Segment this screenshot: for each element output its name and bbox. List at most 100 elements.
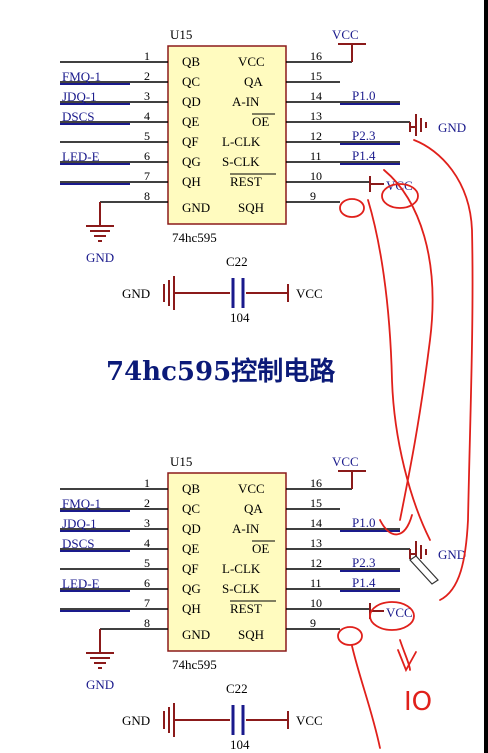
pin-name: S-CLK [222, 154, 260, 169]
pin-number: 4 [144, 109, 150, 123]
pin-number: 10 [310, 169, 322, 183]
vcc-label: VCC [332, 27, 359, 42]
schematic-1: U15 VCC 74hc595 1 2 3 4 5 6 7 [60, 27, 466, 325]
pin-name: QF [182, 134, 199, 149]
net-label: LED-E [62, 149, 100, 164]
cap-ref: C22 [226, 254, 248, 269]
pin-number: 13 [310, 536, 322, 550]
pin-name: OE [252, 541, 269, 556]
capacitor: C22 104 GND VCC [122, 254, 323, 325]
pin-name: OE [252, 114, 269, 129]
net-label: P1.4 [352, 575, 376, 590]
pin-name: QF [182, 561, 199, 576]
pin-number: 16 [310, 49, 322, 63]
oe-ground-symbol: GND [409, 541, 466, 563]
pin-number: 3 [144, 516, 150, 530]
chip-part: 74hc595 [172, 657, 217, 672]
pin-name: SQH [238, 627, 264, 642]
pin-number: 9 [310, 189, 316, 203]
vcc-label: VCC [332, 454, 359, 469]
annotation-line [367, 199, 431, 541]
handwritten-label: IO [404, 687, 432, 717]
pin-number: 2 [144, 69, 150, 83]
cap-gnd-label: GND [122, 713, 150, 728]
pin-name: QD [182, 94, 201, 109]
gnd-label: GND [438, 120, 466, 135]
window-edge [484, 0, 488, 753]
net-label: JDQ-1 [62, 89, 97, 104]
net-label: P1.4 [352, 148, 376, 163]
left-pins: 1 2 3 4 5 6 7 8 FMQ-1 JDQ-1 DSCS LED-E Q… [60, 476, 210, 642]
pin-name: QH [182, 174, 201, 189]
pin-number: 6 [144, 149, 150, 163]
pin-number: 1 [144, 476, 150, 490]
pin-name: QD [182, 521, 201, 536]
pin-number: 14 [310, 516, 322, 530]
pin-name: L-CLK [222, 561, 261, 576]
pin-name: S-CLK [222, 581, 260, 596]
pin-name: GND [182, 627, 210, 642]
pin-name: QH [182, 601, 201, 616]
annotation-line [379, 514, 413, 536]
net-label: P1.0 [352, 515, 375, 530]
pin-number: 12 [310, 556, 322, 570]
net-label: FMQ-1 [62, 496, 101, 511]
gnd-label: GND [86, 250, 114, 265]
net-label: JDQ-1 [62, 516, 97, 531]
pin-name: QA [244, 501, 263, 516]
annotation-line [399, 639, 411, 671]
pin-name: VCC [238, 54, 265, 69]
hand-annotations [337, 139, 474, 749]
gnd-label: GND [438, 547, 466, 562]
pin-number: 1 [144, 49, 150, 63]
gnd-label: GND [86, 677, 114, 692]
pin-name: QG [182, 581, 201, 596]
pin-number: 8 [144, 189, 150, 203]
pin-number: 4 [144, 536, 150, 550]
right-pins: 16 15 14 13 12 11 10 9 P1.0 P2.3 P1.4 VC… [222, 43, 410, 215]
pin-number: 12 [310, 129, 322, 143]
pin-name: QE [182, 541, 199, 556]
cap-gnd-label: GND [122, 286, 150, 301]
annotation-line [413, 139, 474, 601]
vcc-label: VCC [386, 605, 413, 620]
pin-number: 9 [310, 616, 316, 630]
pin-name: QC [182, 501, 200, 516]
pin-name: QB [182, 54, 200, 69]
schematic-2: U15 VCC 74hc595 1 2 3 4 5 6 7 8 FM [60, 454, 466, 752]
annotation-circle [369, 601, 415, 631]
cap-value: 104 [230, 737, 250, 752]
pin-name: QG [182, 154, 201, 169]
net-label: DSCS [62, 536, 95, 551]
pin-name: GND [182, 200, 210, 215]
net-label: DSCS [62, 109, 95, 124]
net-label: P1.0 [352, 88, 375, 103]
pen-cursor-icon [409, 555, 439, 585]
pin-name: QE [182, 114, 199, 129]
annotation-line [351, 645, 381, 749]
net-label: LED-E [62, 576, 100, 591]
pin-name: QC [182, 74, 200, 89]
annotation-line [383, 169, 434, 521]
right-pins: 16 15 14 13 12 11 10 9 P1.0 P2.3 P1.4 VC… [222, 470, 410, 642]
net-label: FMQ-1 [62, 69, 101, 84]
cap-vcc-label: VCC [296, 713, 323, 728]
pin-number: 15 [310, 496, 322, 510]
pin-name: L-CLK [222, 134, 261, 149]
pin-number: 16 [310, 476, 322, 490]
net-label: P2.3 [352, 555, 375, 570]
pin-name: A-IN [232, 94, 260, 109]
pin-number: 14 [310, 89, 322, 103]
annotation-circle [339, 198, 365, 218]
pin-name: QA [244, 74, 263, 89]
chip-ref: U15 [170, 454, 192, 469]
left-pins: 1 2 3 4 5 6 7 8 FMQ-1 JDQ-1 DSCS LED-E Q… [60, 49, 210, 215]
pin-name: QB [182, 481, 200, 496]
oe-ground-symbol: GND [409, 114, 466, 136]
pin-number: 5 [144, 129, 150, 143]
pin-number: 15 [310, 69, 322, 83]
ground-symbol: GND [86, 202, 114, 265]
pin-name: SQH [238, 200, 264, 215]
